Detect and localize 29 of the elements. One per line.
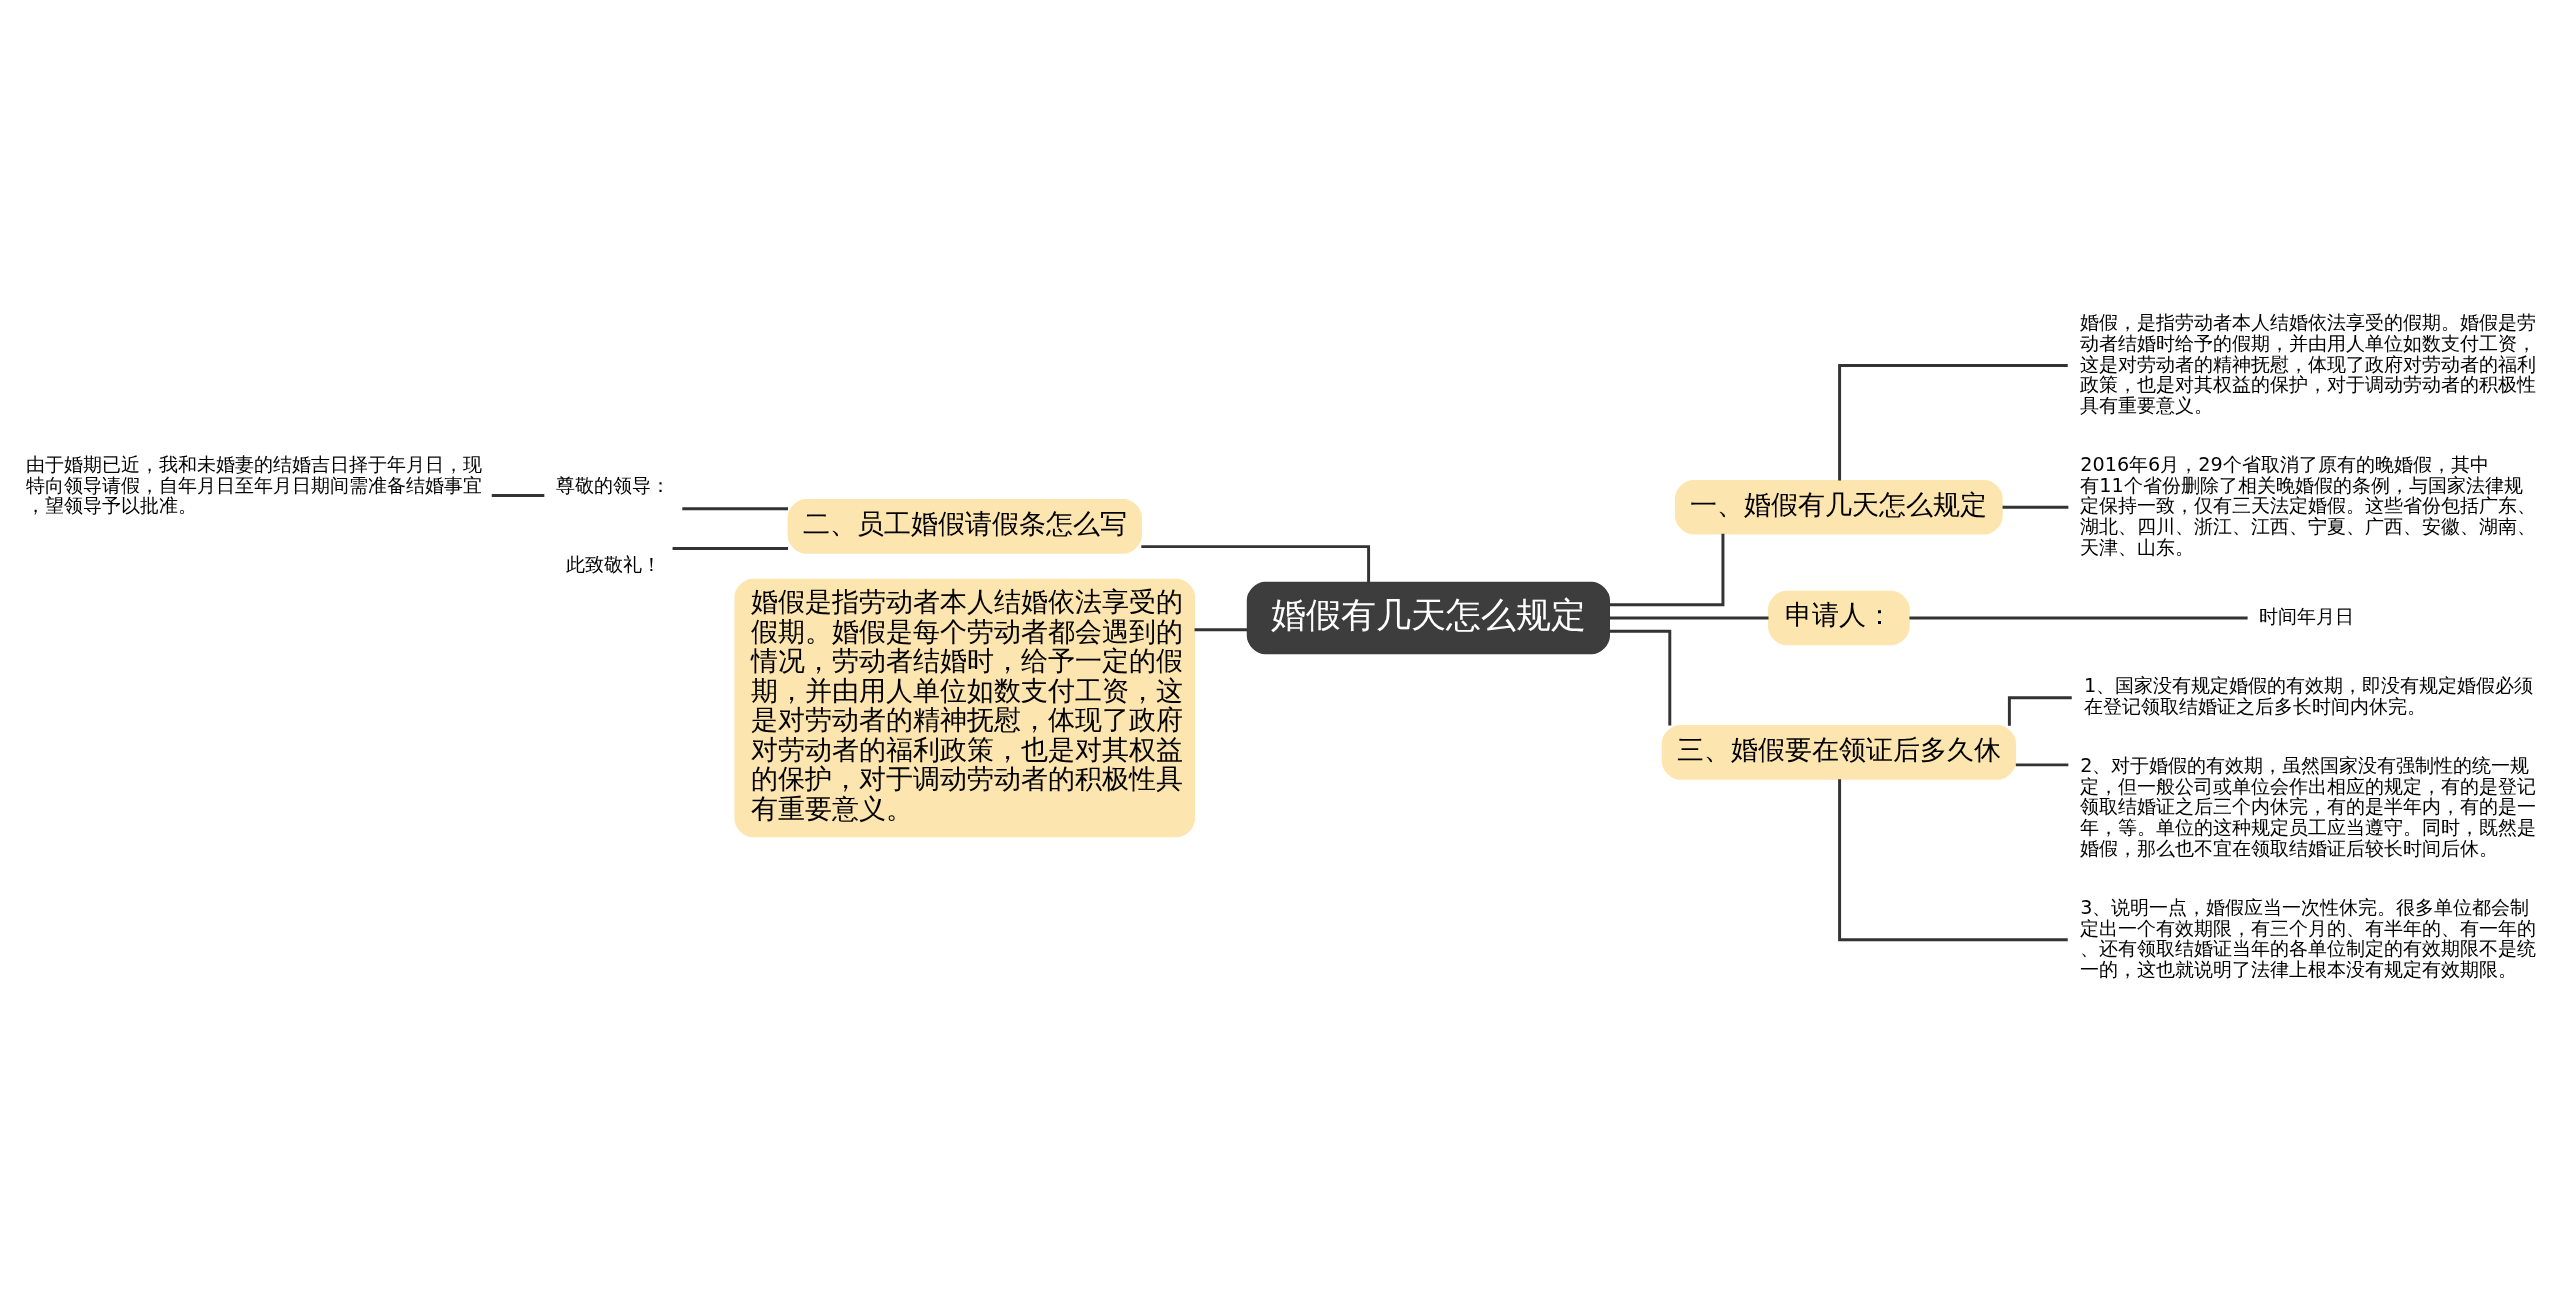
connector	[1194, 628, 1248, 632]
node-text: 1、国家没有规定婚假的有效期，即没有规定婚假必须在登记领取结婚证之后多长时间内休完。	[2083, 674, 2534, 719]
node-text: 尊敬的领导：	[556, 473, 671, 497]
node-box: 三、婚假要在领证后多久休	[1661, 725, 2017, 780]
connector	[2002, 505, 2069, 509]
node-text: 2016年6月，29个省取消了原有的晚婚假，其中有11个省份删除了相关晚婚假的条例，与国家法律规定保持一致，仅有三天法定婚假。这些省份包括广东、湖北、四川、浙江、江西、宁夏、广西、安徽、湖南、天津、山东。	[2080, 452, 2537, 559]
node-text: 此致敬礼！	[565, 553, 661, 577]
node-text: 2、对于婚假的有效期，虽然国家没有强制性的统一规定，但一般公司或单位会作出相应的规定，有的是登记领取结婚证之后三个内休完，有的是半年内，有的是一年，等。单位的这种规定员工应当遵守。同时，既然是婚假，那么也不宜在领取结婚证后较长时间后休。	[2080, 754, 2537, 860]
connector	[1609, 616, 1769, 620]
node-box: 一、婚假有几天怎么规定	[1674, 479, 2003, 535]
connector	[1609, 629, 1672, 726]
connector	[1909, 616, 2248, 620]
node-text: 由于婚期已近，我和未婚妻的结婚吉日择于年月日，现特向领导请假，自年月日至年月日期间需准备结婚事宜，望领导予以批准。	[26, 452, 483, 518]
connector	[2015, 763, 2069, 767]
connector	[1609, 533, 1725, 607]
connector	[672, 547, 789, 551]
node-text: 婚假，是指劳动者本人结婚依法享受的假期。婚假是劳动者结婚时给予的假期，并由用人单位如数支付工资，这是对劳动者的精神抚慰，体现了政府对劳动者的福利政策，也是对其权益的保护，对于调动劳动者的积极性具有重要意义。	[2080, 311, 2537, 417]
connector	[682, 507, 789, 511]
node-text: 时间年月日	[2259, 604, 2355, 628]
node-box: 婚假有几天怎么规定	[1246, 581, 1610, 655]
connector	[2007, 696, 2072, 726]
connector	[1838, 779, 2068, 942]
node-box: 申请人：	[1768, 590, 1910, 646]
connector	[491, 493, 545, 497]
node-box: 婚假是指劳动者本人结婚依法享受的假期。婚假是每个劳动者都会遇到的情况，劳动者结婚时，给予一定的假期，并由用人单位如数支付工资，这是对劳动者的精神抚慰，体现了政府对劳动者的福利政策，也是对其权益的保护，对于调动劳动者的积极性具有重要意义。	[734, 578, 1196, 838]
connector	[1838, 364, 2068, 481]
node-box: 二、员工婚假请假条怎么写	[787, 499, 1142, 554]
node-text: 3、说明一点，婚假应当一次性休完。很多单位都会制定出一个有效期限，有三个月的、有半年的、有一年的、还有领取结婚证当年的各单位制定的有效期限不是统一的，这也就说明了法律上根本没有规定有效期限。	[2080, 895, 2537, 981]
connector	[1141, 545, 1371, 583]
